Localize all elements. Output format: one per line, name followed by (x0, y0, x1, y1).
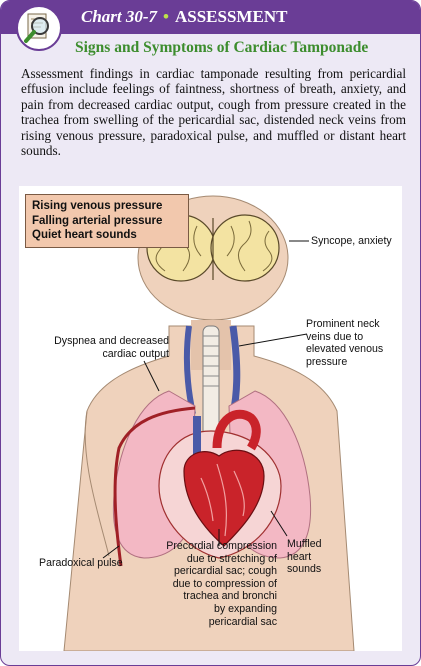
label-neck-veins: Prominent neck veins due to elevated ven… (306, 318, 384, 368)
aorta (212, 409, 261, 451)
leader-lines (102, 240, 309, 559)
title-bullet: • (163, 7, 169, 26)
magnifier-checklist-icon (16, 5, 62, 51)
arm-artery (113, 406, 196, 567)
coronary-vessels (200, 463, 245, 537)
jugular-vein-right (229, 325, 241, 415)
larynx-trachea (202, 325, 220, 447)
callout-line: Rising venous pressure (32, 200, 163, 212)
chart-title: Chart 30-7 • ASSESSMENT (81, 7, 287, 27)
chart-number: Chart 30-7 (81, 7, 158, 26)
assessment-description: Assessment findings in cardiac tamponade… (21, 66, 406, 159)
chart-header: Chart 30-7 • ASSESSMENT (1, 1, 420, 34)
callout-line: Falling arterial pressure (32, 214, 163, 227)
label-precordial-compression: Precordial compression due to stretching… (166, 540, 277, 628)
chart-subtitle: Signs and Symptoms of Cardiac Tamponade (75, 39, 369, 56)
callout-line: Quiet heart sounds (32, 229, 137, 241)
arm-outline (84, 410, 110, 557)
label-syncope: Syncope, anxiety (311, 235, 392, 247)
heart-illustration (183, 449, 265, 547)
label-dyspnea: Dyspnea and decreased cardiac output (54, 335, 169, 360)
label-muffled-heart-sounds: Muffled heart sounds (287, 538, 322, 576)
label-paradoxical-pulse: Paradoxical pulse (39, 557, 123, 569)
vital-signs-callout: Rising venous pressure Falling arterial … (25, 194, 189, 248)
chart-kind: ASSESSMENT (175, 7, 288, 26)
